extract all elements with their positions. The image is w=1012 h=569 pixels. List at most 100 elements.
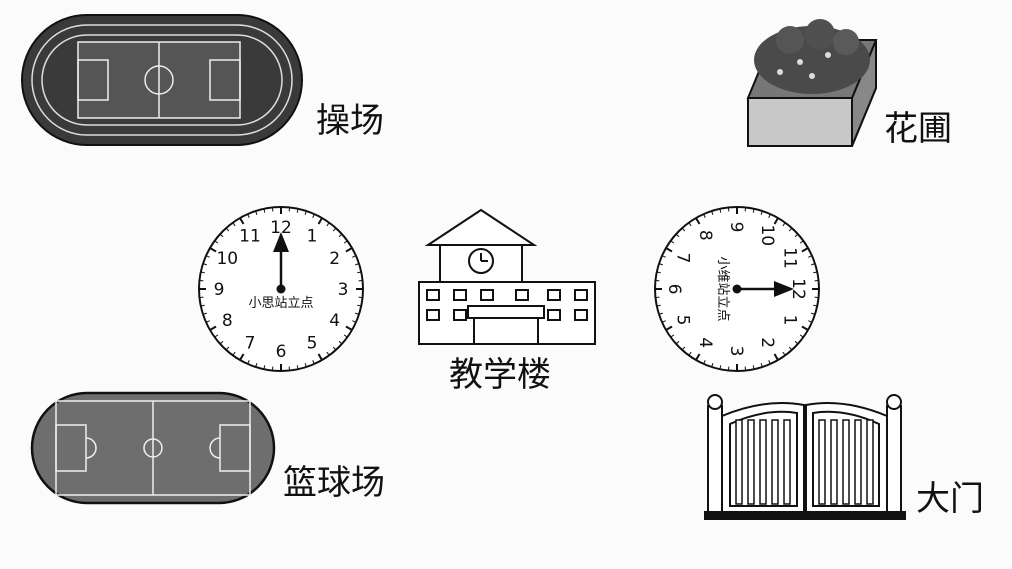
- left-clock-number-5: 5: [307, 334, 318, 354]
- left-clock-number-7: 7: [245, 334, 256, 354]
- right-clock-tick: [661, 255, 666, 258]
- left-clock-tick: [239, 353, 245, 361]
- left-clock-tick: [225, 227, 230, 232]
- right-clock-tick: [760, 210, 763, 215]
- right-clock-tick: [711, 363, 714, 368]
- left-clock-tick: [332, 227, 337, 232]
- left-clock-tick: [219, 233, 224, 238]
- gate-bar: [854, 419, 862, 505]
- left-clock-tick: [326, 222, 330, 227]
- left-clock-tick: [317, 353, 323, 361]
- right-clock-tick: [670, 240, 675, 244]
- right-clock-number-10: 10: [757, 224, 777, 246]
- right-clock-number-7: 7: [672, 253, 692, 264]
- right-clock-tick: [760, 363, 763, 368]
- right-clock-tick: [658, 263, 663, 266]
- left-clock-tick: [326, 351, 330, 356]
- right-clock-tick: [681, 346, 686, 351]
- left-clock-tick: [255, 363, 258, 368]
- left-clock-number-11: 11: [239, 226, 261, 246]
- left-clock-tick: [317, 217, 323, 225]
- left-clock-tick: [312, 213, 315, 218]
- right-clock-tick: [688, 222, 692, 227]
- left-clock-tick: [357, 304, 362, 307]
- left-clock-center-dot: [276, 284, 286, 294]
- right-clock-tick: [665, 247, 673, 253]
- left-clock-number-9: 9: [214, 280, 225, 300]
- playground-label: 操场: [316, 101, 384, 141]
- right-clock-tick: [711, 210, 714, 215]
- left-clock-tick: [232, 351, 236, 356]
- left-clock-tick: [352, 320, 357, 323]
- basketball-court-label: 篮球场: [283, 463, 385, 503]
- left-clock-tick: [296, 208, 299, 213]
- right-clock-caption: 小维站立点: [715, 256, 730, 321]
- main-gate-label: 大门: [916, 479, 984, 519]
- left-clock-caption: 小思站立点: [248, 296, 313, 311]
- main-gate-bars: [735, 419, 874, 505]
- right-clock-ticks: [655, 207, 819, 371]
- flowerbed-label: 花圃: [884, 109, 952, 149]
- left-clock-number-3: 3: [338, 280, 349, 300]
- right-clock-center-dot: [732, 284, 742, 294]
- right-clock-tick: [661, 320, 666, 323]
- left-clock-tick: [219, 340, 224, 345]
- right-clock-tick: [799, 240, 804, 244]
- right-clock-tick: [813, 304, 818, 307]
- right-clock-tick: [675, 340, 680, 345]
- left-clock-tick: [247, 213, 250, 218]
- right-clock-tick: [656, 271, 661, 274]
- right-clock-number-8: 8: [695, 230, 715, 241]
- left-clock-number-12: 12: [270, 218, 292, 238]
- right-clock-tick: [768, 213, 771, 218]
- left-clock-tick: [202, 312, 207, 315]
- left-clock-tick: [205, 255, 210, 258]
- left-clock-ticks: [199, 207, 363, 371]
- left-clock-tick: [247, 360, 250, 365]
- left-clock-tick: [225, 346, 230, 351]
- right-clock-number-6: 6: [664, 284, 684, 295]
- gate-bar: [818, 419, 826, 505]
- left-clock-tick: [357, 271, 362, 274]
- left-clock-tick: [205, 320, 210, 323]
- right-clock-tick: [773, 217, 779, 225]
- right-clock-tick: [656, 304, 661, 307]
- right-clock-tick: [695, 353, 701, 361]
- left-clock-tick: [304, 363, 307, 368]
- right-clock-number-11: 11: [780, 247, 800, 269]
- right-clock-tick: [782, 222, 786, 227]
- left-clock-tick: [338, 340, 343, 345]
- playground-icon: [21, 14, 303, 146]
- left-clock-tick: [338, 233, 343, 238]
- main-gate-icon: [704, 394, 906, 520]
- teaching-building-label: 教学楼: [449, 355, 551, 395]
- left-clock-tick: [239, 217, 245, 225]
- right-clock-tick: [752, 365, 755, 370]
- left-clock-number-8: 8: [222, 311, 233, 331]
- right-clock-tick: [752, 208, 755, 213]
- left-clock-tick: [352, 255, 357, 258]
- right-clock-number-5: 5: [672, 315, 692, 326]
- left-clock-tick: [200, 304, 205, 307]
- teaching-building-icon: [418, 208, 596, 345]
- right-clock-tick: [675, 233, 680, 238]
- right-clock-number-1: 1: [780, 315, 800, 326]
- gate-bar: [866, 419, 874, 505]
- right-clock-tick: [808, 320, 813, 323]
- left-clock-tick: [214, 334, 219, 338]
- left-clock-arrowhead: [273, 232, 289, 252]
- left-clock-tick: [214, 240, 219, 244]
- right-clock-tick: [665, 325, 673, 331]
- left-clock-tick: [232, 222, 236, 227]
- left-clock-tick: [296, 365, 299, 370]
- right-clock-tick: [799, 334, 804, 338]
- left-clock-number-10: 10: [216, 249, 238, 269]
- right-clock-tick: [788, 227, 793, 232]
- right-clock-number-9: 9: [726, 222, 746, 233]
- gate-bar: [759, 419, 767, 505]
- right-clock-tick: [801, 247, 809, 253]
- right-clock-tick: [695, 217, 701, 225]
- right-clock-tick: [794, 340, 799, 345]
